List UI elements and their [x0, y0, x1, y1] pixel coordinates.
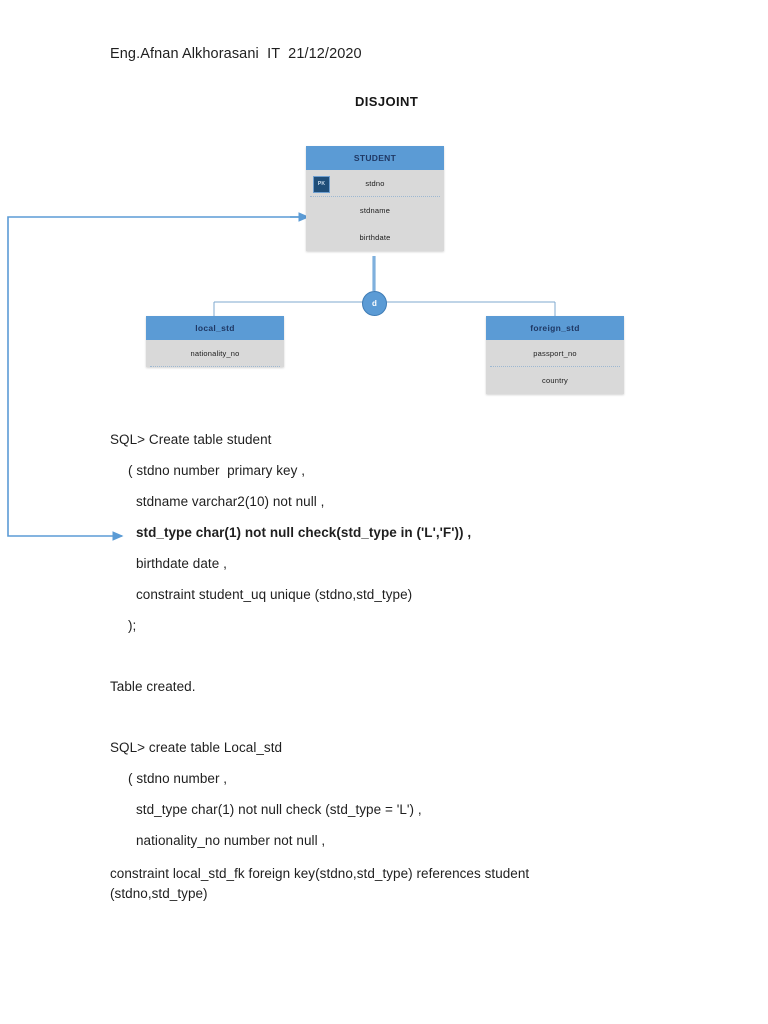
attribute-row: birthdate: [306, 224, 444, 251]
attribute-row: stdname: [306, 197, 444, 224]
attribute-label: country: [542, 376, 568, 385]
attribute-row: passport_no: [486, 340, 624, 367]
sql-line: ( stdno number ,: [128, 771, 228, 786]
entity-local-std-title: local_std: [146, 316, 284, 340]
document-header-line: Eng.Afnan Alkhorasani IT 21/12/2020: [110, 46, 362, 62]
sql-line: ( stdno number primary key ,: [128, 463, 306, 478]
entity-student[interactable]: STUDENT PK stdno stdname birthdate: [306, 146, 444, 251]
entity-student-title: STUDENT: [306, 146, 444, 170]
entity-foreign-std[interactable]: foreign_std passport_no country: [486, 316, 624, 394]
entity-local-std[interactable]: local_std nationality_no: [146, 316, 284, 367]
entity-foreign-std-body: passport_no country: [486, 340, 624, 394]
attribute-row: nationality_no: [146, 340, 284, 367]
sql-line-wrapped: constraint local_std_fk foreign key(stdn…: [110, 866, 530, 901]
sql-line: SQL> Create table student: [110, 432, 272, 447]
sql-result-message: Table created.: [110, 679, 196, 694]
sql-line: SQL> create table Local_std: [110, 740, 283, 755]
attribute-label: stdno: [365, 179, 385, 188]
entity-student-body: PK stdno stdname birthdate: [306, 170, 444, 251]
attribute-row: country: [486, 367, 624, 394]
sql-line: constraint student_uq unique (stdno,std_…: [136, 587, 413, 602]
attribute-label: stdname: [359, 206, 391, 215]
attribute-label: passport_no: [533, 349, 577, 358]
attribute-label: birthdate: [359, 233, 391, 242]
primary-key-badge: PK: [313, 176, 330, 193]
attribute-row: PK stdno: [306, 170, 444, 197]
sql-line: nationality_no number not null ,: [136, 833, 326, 848]
attribute-label: nationality_no: [190, 349, 240, 358]
sql-line: );: [128, 618, 137, 633]
document-subtitle: DISJOINT: [355, 94, 419, 109]
sql-line: stdname varchar2(10) not null ,: [136, 494, 325, 509]
entity-local-std-body: nationality_no: [146, 340, 284, 367]
sql-line: std_type char(1) not null check (std_typ…: [136, 802, 422, 817]
disjoint-marker-icon: d: [362, 291, 387, 316]
entity-foreign-std-title: foreign_std: [486, 316, 624, 340]
er-diagram: STUDENT PK stdno stdname birthdate local…: [0, 0, 768, 420]
sql-line: birthdate date ,: [136, 556, 227, 571]
sql-line-highlighted: std_type char(1) not null check(std_type…: [136, 525, 472, 540]
